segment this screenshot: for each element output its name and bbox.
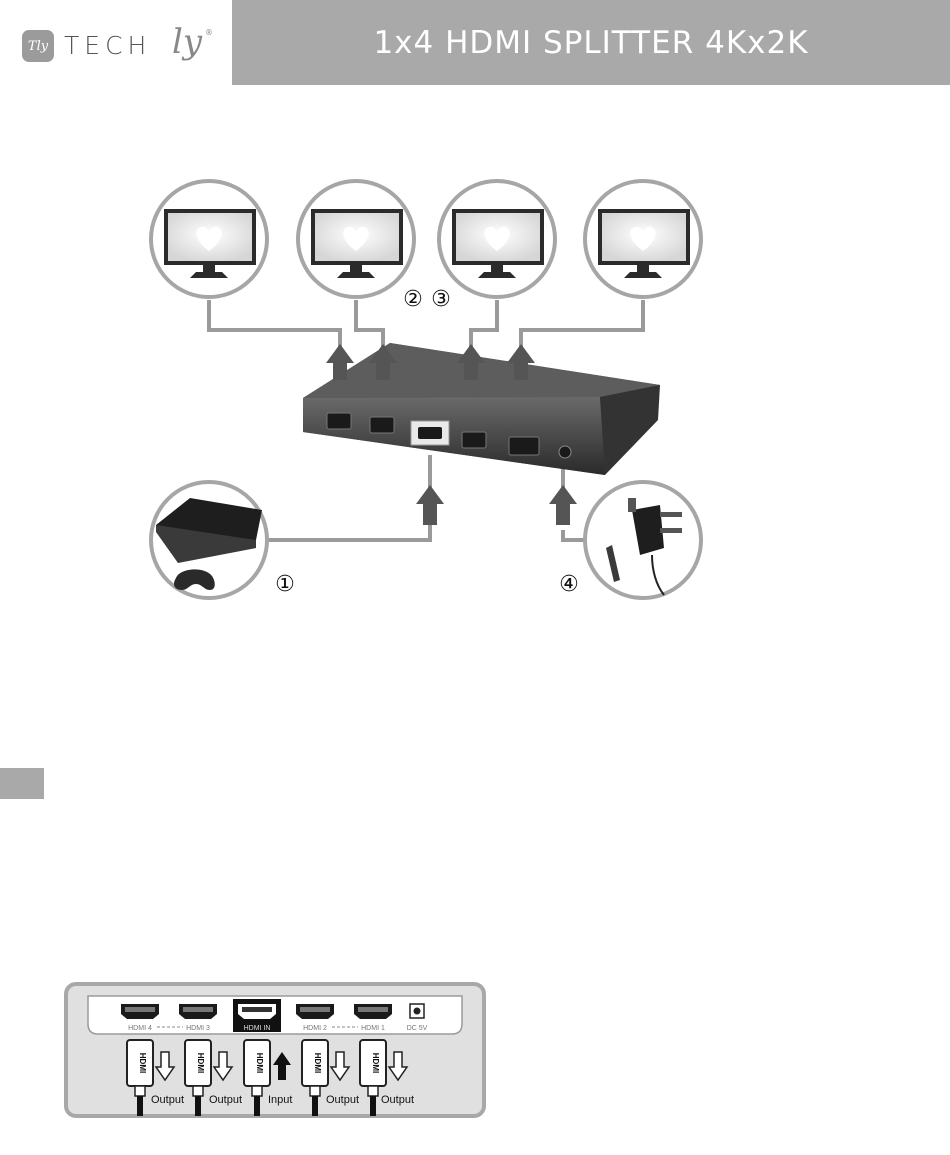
port-hdmi-3 [179, 1004, 217, 1019]
port-label-hdmi-4: HDMI 4 [128, 1025, 152, 1032]
port-label-hdmi-in: HDMI IN [244, 1025, 271, 1032]
caption-output-1: Output [151, 1094, 184, 1106]
port-label-hdmi-1: HDMI 1 [361, 1025, 385, 1032]
cable-brand-label: HDMI [196, 1053, 205, 1073]
caption-input: Input [268, 1094, 292, 1106]
port-hdmi-4 [121, 1004, 159, 1019]
caption-output-2: Output [209, 1094, 242, 1106]
cable-brand-label: HDMI [138, 1053, 147, 1073]
cable-brand-label: HDMI [371, 1053, 380, 1073]
port-label-hdmi-3: HDMI 3 [186, 1025, 210, 1032]
port-label-hdmi-2: HDMI 2 [303, 1025, 327, 1032]
dc-label: DC 5V [407, 1025, 428, 1032]
dc-power-jack [410, 1004, 424, 1018]
cable-brand-label: HDMI [313, 1053, 322, 1073]
port-hdmi-2 [296, 1004, 334, 1019]
caption-output-3: Output [326, 1094, 359, 1106]
cable-brand-label: HDMI [255, 1053, 264, 1073]
caption-output-4: Output [381, 1094, 414, 1106]
port-hdmi-1 [354, 1004, 392, 1019]
